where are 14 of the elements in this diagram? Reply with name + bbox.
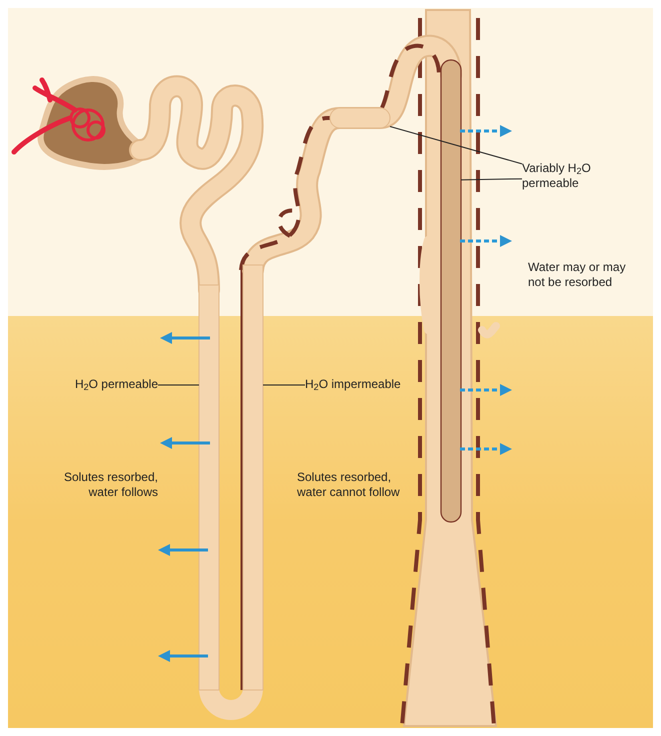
leader-line (460, 178, 522, 180)
annotation-label: Variably H$_{2}$O permeable (522, 161, 622, 191)
leader-line (262, 384, 306, 386)
descending-limb (198, 284, 220, 690)
note-text: Solutes resorbed, water cannot follow (297, 470, 401, 500)
inner-tubule (440, 59, 462, 523)
note-text: Solutes resorbed, water follows (62, 470, 158, 500)
note-text: Water may or may not be resorbed (528, 260, 627, 290)
annotation-label: H$_{2}$O impermeable (305, 377, 417, 392)
leader-line (390, 126, 522, 164)
ascending-limb (242, 264, 264, 690)
leader-line (158, 384, 200, 386)
annotation-label: H$_{2}$O permeable (62, 377, 158, 392)
distal-tubule (330, 108, 390, 128)
